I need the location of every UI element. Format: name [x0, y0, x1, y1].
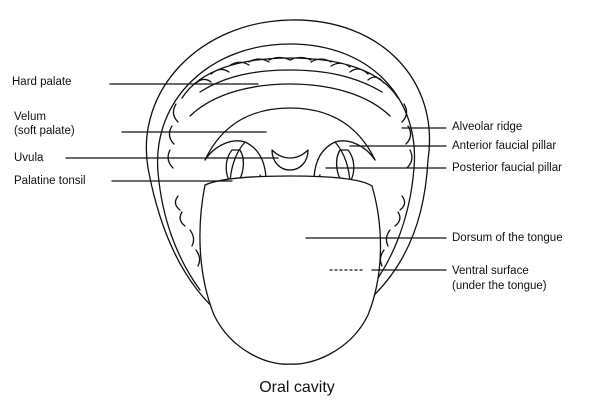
hard-palate-arch	[190, 84, 390, 116]
left-teeth	[168, 104, 185, 226]
posterior-pillar-right	[314, 142, 335, 178]
diagram-title: Oral cavity	[0, 379, 594, 397]
label-velum: Velum	[14, 111, 46, 124]
label-posterior-faucial-pillar: Posterior faucial pillar	[452, 162, 562, 175]
uvula	[272, 150, 308, 170]
label-palatine-tonsil: Palatine tonsil	[14, 175, 86, 188]
upper-gum	[200, 70, 382, 92]
label-dorsum-of-tongue: Dorsum of the tongue	[452, 232, 563, 245]
label-under-the-tongue: (under the tongue)	[452, 280, 547, 293]
tongue	[200, 176, 381, 364]
label-hard-palate: Hard palate	[12, 76, 71, 89]
posterior-pillar-left	[245, 142, 266, 178]
label-alveolar-ridge: Alveolar ridge	[452, 121, 522, 134]
label-uvula: Uvula	[14, 152, 43, 165]
label-velum-soft-palate: (soft palate)	[14, 125, 75, 138]
label-anterior-faucial-pillar: Anterior faucial pillar	[452, 140, 556, 153]
label-ventral-surface: Ventral surface	[452, 265, 529, 278]
